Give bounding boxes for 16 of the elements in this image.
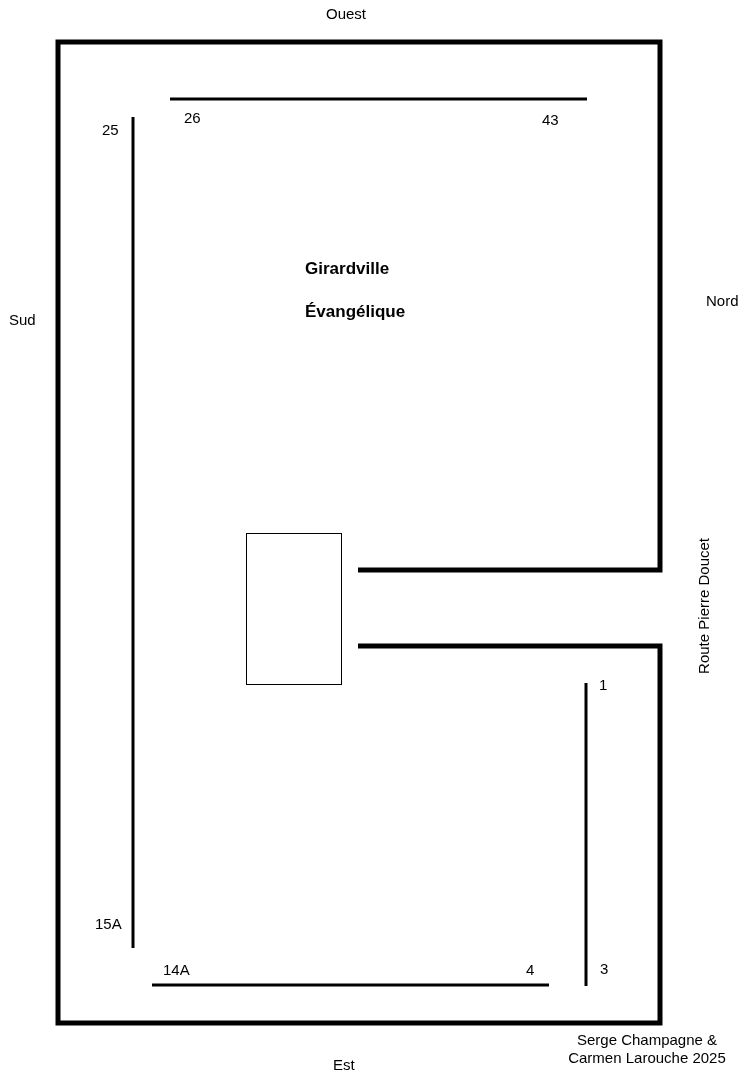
row-number: 25 xyxy=(102,121,119,139)
cemetery-name: Girardville Évangélique xyxy=(305,258,407,323)
direction-label: Est xyxy=(333,1056,355,1074)
direction-label: Nord xyxy=(706,292,739,310)
road-label: Route Pierre Doucet xyxy=(695,538,713,674)
row-number: 26 xyxy=(184,109,201,127)
row-number: 43 xyxy=(542,111,559,129)
credit-text: Serge Champagne & Carmen Larouche 2025 xyxy=(567,1031,727,1067)
row-number: 4 xyxy=(526,961,535,979)
building-outline xyxy=(246,533,342,685)
row-number: 14A xyxy=(163,961,190,979)
direction-label: Sud xyxy=(9,311,36,329)
row-number: 1 xyxy=(599,676,608,694)
row-number: 3 xyxy=(600,960,609,978)
direction-label: Ouest xyxy=(326,5,367,23)
row-number: 15A xyxy=(95,915,122,933)
